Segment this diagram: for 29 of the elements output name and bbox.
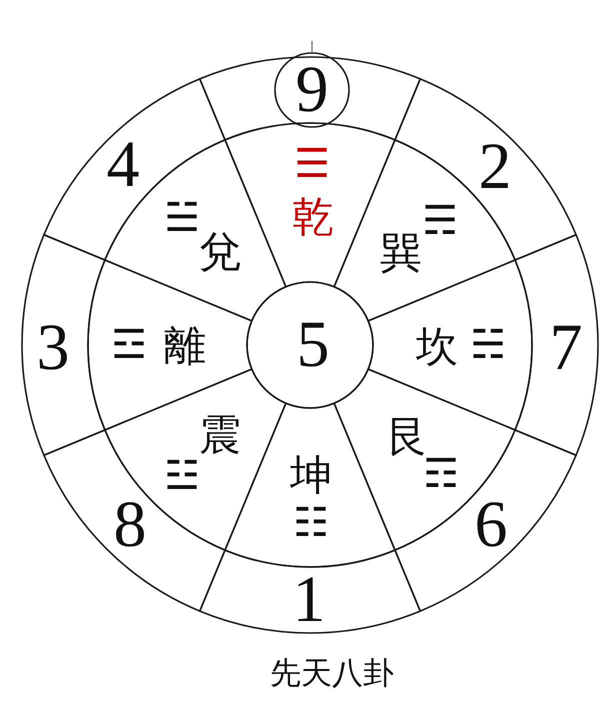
trigram-name: 坤 [290,454,332,496]
ring-segment [198,549,422,634]
trigram-symbol: ☷ [293,503,329,543]
number-label: 6 [474,492,508,558]
trigram-name: 兌 [199,231,241,273]
number-label: 3 [36,315,70,381]
ring-segment [103,138,287,322]
number-label: 7 [550,315,582,381]
number-label: 8 [114,492,146,558]
trigram-symbol: ☳ [164,456,200,496]
center-circle [247,282,373,408]
trigram-symbol: ☰ [294,144,330,184]
number-label: 2 [478,134,512,200]
trigram-symbol: ☴ [422,201,458,241]
trigram-name: 巽 [380,232,422,274]
trigram-symbol: ☵ [470,325,506,365]
ring-segment [21,233,106,457]
trigram-name: 乾 [292,196,334,238]
number-label: 4 [106,132,140,198]
trigram-name: 震 [199,414,241,456]
ring-segment [514,233,599,457]
caption: 先天八卦 [270,658,394,690]
trigram-name: 坎 [416,326,458,368]
trigram-symbol: ☱ [164,198,200,238]
number-label: 9 [296,57,328,123]
trigram-symbol: ☲ [111,325,147,365]
trigram-name: 離 [164,325,206,367]
number-label: 5 [296,312,330,378]
number-label: 1 [292,567,326,633]
